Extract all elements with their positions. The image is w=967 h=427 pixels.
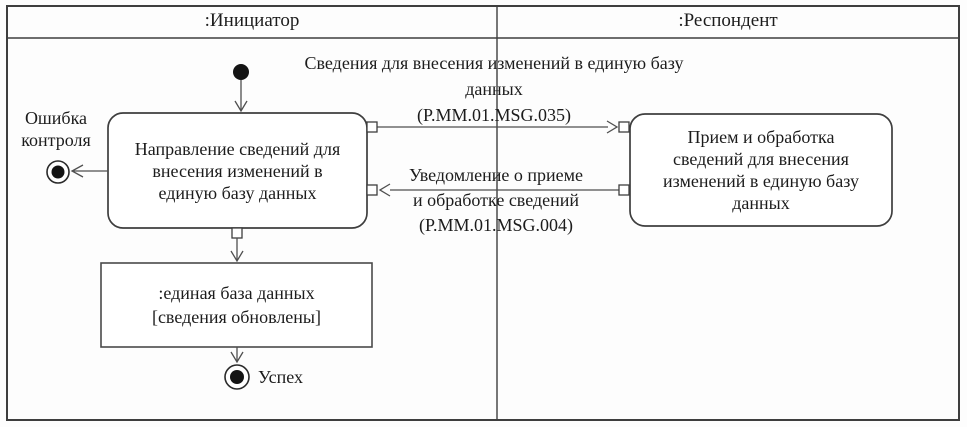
pin-respondent-out: [618, 184, 630, 196]
initiator-activity-label: Направление сведений для внесения измене…: [134, 138, 341, 203]
error-final-label: Ошибка контроля: [21, 108, 91, 150]
pin-initiator-bottom: [231, 227, 243, 239]
error-final-node-inner: [51, 165, 65, 179]
flow-response-message: [378, 183, 619, 197]
pin-initiator-out: [366, 121, 378, 133]
respondent-activity-label: Прием и обработка сведений для внесения …: [663, 127, 859, 213]
request-message-label: Сведения для внесения изменений в единую…: [304, 53, 684, 125]
flow-request-message: [377, 120, 619, 134]
flow-object-to-success: [230, 347, 244, 364]
flow-activity-to-error: [70, 164, 108, 178]
pin-initiator-in: [366, 184, 378, 196]
object-state-label: :единая база данных [сведения обновлены]: [151, 283, 322, 327]
lane-title-respondent: :Респондент: [678, 10, 778, 31]
pin-respondent-in: [618, 121, 630, 133]
initial-node: [233, 64, 249, 80]
success-final-node-inner: [230, 370, 244, 384]
response-message-label: Уведомление о приеме и обработке сведени…: [409, 165, 583, 235]
flow-initial-to-activity: [234, 80, 248, 113]
object-state-box: [100, 262, 373, 348]
flow-activity-to-object: [230, 238, 244, 263]
success-final-label: Успех: [258, 367, 303, 387]
respondent-activity-box: [629, 113, 893, 227]
lane-title-initiator: :Инициатор: [204, 10, 300, 31]
